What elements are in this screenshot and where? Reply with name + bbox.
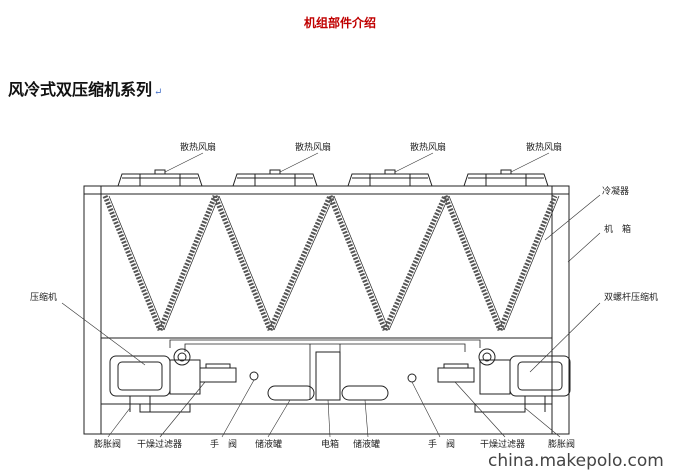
leader-line-2 — [279, 152, 319, 173]
subtitle-text: 风冷式双压缩机系列 — [8, 80, 153, 99]
expansion-valve-label-left: 膨胀阀 — [94, 438, 121, 450]
fan-cover-1 — [117, 169, 203, 187]
filter-drier-label-right: 干燥过滤器 — [480, 438, 525, 450]
label-group: 散热风扇 散热风扇 散热风扇 散热风扇 冷凝器 机 箱 压缩机 双螺杆压缩机 膨… — [30, 141, 658, 450]
fan-cover-3 — [347, 169, 433, 187]
leader-line-17 — [524, 407, 561, 438]
cabinet-label: 机 箱 — [604, 223, 631, 235]
leader-line-1 — [164, 152, 204, 173]
compressor-label: 压缩机 — [30, 291, 57, 303]
hand-valve-label-left: 手 阀 — [210, 438, 237, 450]
fan-label-3: 散热风扇 — [410, 141, 446, 153]
receiver-label-right: 储液罐 — [353, 438, 380, 450]
leader-line-12 — [267, 399, 291, 438]
fan-label-4: 散热风扇 — [526, 141, 562, 153]
coil-panel-5 — [327, 195, 390, 331]
leader-line-13 — [327, 399, 331, 438]
fan-cover — [117, 169, 549, 187]
diagram-subtitle: 风冷式双压缩机系列↵ — [8, 76, 162, 100]
leader-line-14 — [364, 399, 369, 438]
coil-panel-4 — [267, 194, 335, 332]
coil-panel-6 — [382, 194, 450, 332]
condenser-coil — [102, 194, 560, 332]
leader-line-6 — [567, 232, 601, 263]
fan-label-2: 散热风扇 — [295, 141, 331, 153]
electric-box — [315, 351, 341, 401]
twin-screw-compressor-label: 双螺杆压缩机 — [604, 291, 658, 303]
leader-line-8 — [529, 302, 601, 373]
piping — [169, 339, 481, 400]
compressor-left — [109, 348, 259, 413]
watermark: china.makepolo.com — [482, 450, 680, 473]
fan-cover-2 — [232, 169, 318, 187]
coil-panel-8 — [497, 195, 560, 331]
leader-line-15 — [411, 381, 441, 438]
leader-line-3 — [394, 152, 434, 173]
coil-panel-2 — [157, 195, 220, 331]
fan-label-1: 散热风扇 — [180, 141, 216, 153]
leader-line-16 — [454, 381, 506, 438]
leader-line-4 — [510, 152, 550, 173]
liquid-receiver — [267, 385, 389, 401]
page-title: 机组部件介绍 — [303, 16, 376, 30]
coil-panel-1 — [102, 195, 165, 331]
filter-drier-label-left: 干燥过滤器 — [137, 438, 182, 450]
leader-line-9 — [107, 407, 131, 438]
coil-panel-3 — [212, 195, 275, 331]
hand-valve-label-right: 手 阀 — [428, 438, 455, 450]
condenser-label: 冷凝器 — [602, 185, 629, 197]
expansion-valve-label-right: 膨胀阀 — [548, 438, 575, 450]
coil-panel-7 — [442, 195, 505, 331]
cabinet-frame — [83, 185, 570, 435]
receiver-label-left: 储液罐 — [255, 438, 282, 450]
paragraph-mark-icon: ↵ — [154, 87, 163, 98]
fan-cover-4 — [463, 169, 549, 187]
compressor-right — [407, 348, 571, 413]
leader-line-7 — [61, 302, 146, 366]
leader-line-10 — [159, 381, 206, 438]
leader-line-5 — [544, 194, 601, 241]
electric-box-label: 电箱 — [321, 438, 339, 450]
leader-line-11 — [221, 379, 255, 438]
